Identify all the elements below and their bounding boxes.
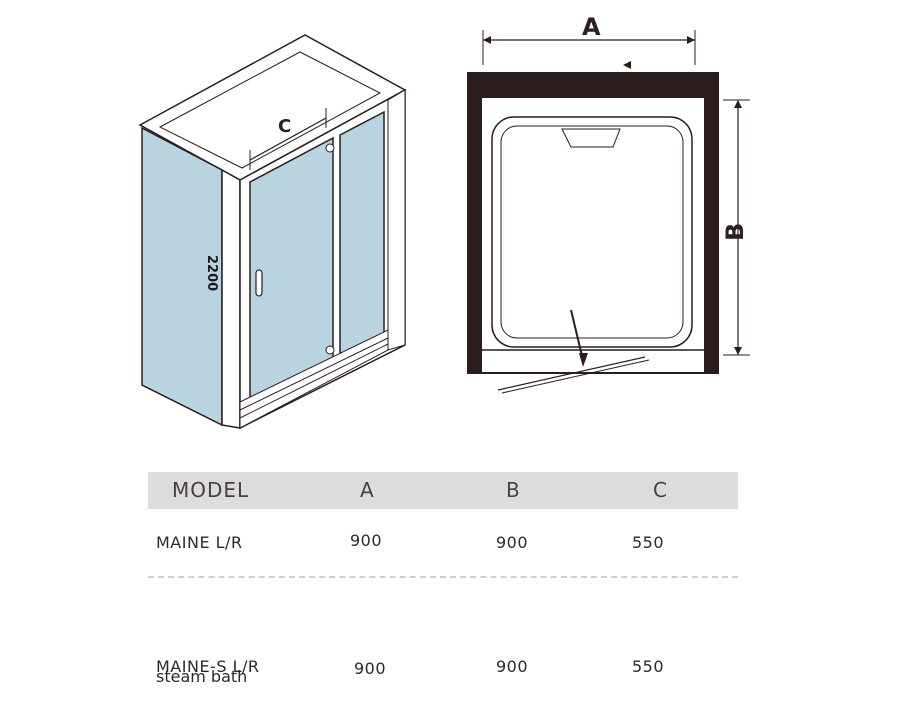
row-model: MAINE L/R [156,533,243,552]
bottom-hinge [325,345,335,355]
back-wall [468,73,718,98]
corner-post [221,168,241,429]
row-model: MAINE-S L/R [156,657,260,676]
model-note: steam bath [156,667,248,686]
header-a: A [360,478,375,502]
door-swing-arrow [570,309,584,361]
c-dimension-label: C [278,116,291,137]
door-handle [255,269,263,297]
product-diagram: C 2200 A B [138,13,750,430]
c-dimension-line [249,117,327,161]
row-b: 900 [496,657,529,676]
seat-shape [561,128,621,148]
header-model: MODEL [172,478,250,502]
table-row: MAINE-S L/R 900 900 550 [148,650,738,710]
isometric-enclosure-drawing: C 2200 [138,34,407,430]
top-hinge [325,143,335,153]
table-row: MAINE L/R 900 900 550 [148,529,738,589]
base-tray [239,329,389,429]
shower-tray-inner [500,125,684,339]
table-header: MODEL A B C [148,472,738,509]
row-a: 900 [350,531,383,550]
row-c: 550 [632,657,665,676]
b-dimension-label: B [721,223,749,241]
specification-table: MODEL A B C MAINE L/R 900 900 550 MAINE-… [148,472,738,686]
row-b: 900 [496,533,529,552]
a-dimension-label: A [582,13,601,41]
row-c: 550 [632,533,665,552]
header-c: C [653,478,668,502]
left-wall [468,73,482,373]
plan-view-drawing: A B [467,13,750,394]
fixed-glass-panel [339,110,385,360]
height-dimension-label: 2200 [204,255,219,291]
row-a: 900 [354,659,387,678]
header-b: B [506,478,521,502]
right-wall [704,73,718,373]
roof-inner-panel [158,51,382,169]
door-swing-line [497,356,646,391]
row-divider [148,576,738,578]
right-post [387,89,406,351]
